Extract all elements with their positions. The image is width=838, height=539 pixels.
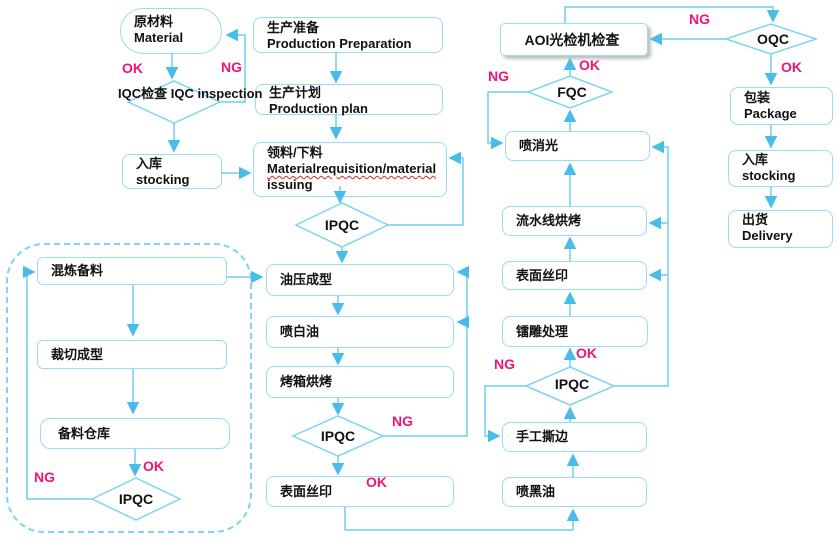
node-label-en: stocking — [742, 168, 796, 183]
node-label: 备料仓库 — [58, 425, 111, 441]
flag-oqc-ok: OK — [781, 59, 802, 75]
node-label: 喷消光 — [519, 138, 559, 153]
node-label-zh: 领料/下料 — [267, 145, 323, 160]
node-label: 镭雕处理 — [516, 323, 569, 339]
node-label-zh: 出货 — [742, 212, 769, 227]
node-label: AOI光检机检查 — [524, 31, 620, 48]
node-stocking-right: 入库 stocking — [728, 150, 833, 187]
node-material-warehouse: 备料仓库 — [40, 418, 230, 449]
ipqc1-label: IPQC — [324, 217, 360, 233]
flag-ipqc3-ok: OK — [576, 345, 597, 361]
flag-ipqc2-ng: NG — [392, 413, 413, 429]
node-material: 原材料 Material — [120, 8, 222, 54]
ipqc3-label: IPQC — [554, 376, 590, 392]
node-label-en: Material — [134, 30, 184, 45]
flag-ipqc3-ng: NG — [494, 356, 515, 372]
node-cutting-forming: 裁切成型 — [37, 340, 227, 369]
node-label-zh: 入库 — [136, 156, 163, 171]
node-label-en: Package — [744, 106, 797, 121]
node-production-plan: 生产计划 Production plan — [255, 84, 443, 116]
node-label: 表面丝印 — [280, 483, 333, 499]
node-laser-engraving: 镭雕处理 — [502, 316, 648, 347]
flag-iqc-ok: OK — [122, 60, 143, 76]
node-oven-baking: 烤箱烘烤 — [266, 366, 454, 398]
ipqc4-label: IPQC — [118, 491, 154, 507]
node-label: 喷黑油 — [516, 484, 556, 499]
node-hydraulic-forming: 油压成型 — [266, 264, 454, 296]
node-package: 包装 Package — [730, 87, 833, 125]
node-label-zh: 生产准备 — [267, 20, 320, 35]
node-white-oil-spray: 喷白油 — [266, 316, 454, 348]
node-label-zh: 生产计划 — [269, 85, 322, 100]
node-surface-silkscreen-mid: 表面丝印 — [266, 476, 454, 507]
node-label: 手工撕边 — [516, 429, 569, 444]
node-label-en: Production Preparation — [267, 36, 412, 51]
flag-fqc-ng: NG — [488, 68, 509, 84]
flag-ipqc4-ok: OK — [143, 458, 164, 474]
node-label: 裁切成型 — [51, 346, 104, 362]
node-delivery: 出货 Delivery — [728, 210, 833, 248]
node-production-preparation: 生产准备 Production Preparation — [253, 17, 443, 53]
node-label-en: stocking — [136, 172, 190, 187]
node-manual-edge-tearing: 手工撕边 — [502, 422, 647, 452]
dashed-subprocess-frame — [6, 243, 252, 533]
node-label: 流水线烘烤 — [516, 213, 582, 228]
node-label-en: Production plan — [269, 101, 368, 116]
node-label-zh: 入库 — [742, 152, 769, 167]
flag-iqc-ng: NG — [221, 59, 242, 75]
node-matte-spray: 喷消光 — [505, 131, 650, 161]
oqc-label: OQC — [757, 31, 789, 47]
node-label-zh: IQC检查 — [118, 86, 168, 101]
node-label-zh: 原材料 — [134, 14, 174, 29]
node-label-en2: issuing — [267, 177, 313, 192]
node-label: 喷白油 — [280, 324, 320, 339]
node-label-zh: 包装 — [744, 90, 771, 105]
node-label: 油压成型 — [280, 272, 333, 287]
node-label: 表面丝印 — [516, 267, 569, 283]
node-aoi-inspection: AOI光检机检查 — [500, 23, 648, 56]
node-line-baking: 流水线烘烤 — [502, 206, 647, 236]
node-label: 混炼备料 — [51, 263, 104, 278]
flag-oqc-ng: NG — [689, 11, 710, 27]
node-surface-silkscreen-right: 表面丝印 — [502, 261, 647, 290]
node-label-en: Delivery — [742, 228, 793, 243]
iqc-label: IQC检查 IQC inspection — [118, 85, 262, 102]
flag-fqc-ok: OK — [579, 57, 600, 73]
flag-ipqc2-ok: OK — [366, 474, 387, 490]
flag-ipqc4-ng: NG — [34, 469, 55, 485]
node-label-en: IQC inspection — [170, 86, 263, 101]
ipqc2-label: IPQC — [320, 428, 356, 444]
node-stocking-left: 入库 stocking — [122, 154, 222, 189]
fqc-label: FQC — [557, 84, 587, 100]
node-material-requisition: 领料/下料 Materialrequisition/material issui… — [253, 142, 447, 197]
node-black-oil-spray: 喷黑油 — [502, 477, 647, 507]
node-label-en: Materialrequisition/material — [267, 161, 437, 176]
node-label: 烤箱烘烤 — [280, 374, 333, 389]
node-mixing-preparation: 混炼备料 — [37, 257, 227, 285]
